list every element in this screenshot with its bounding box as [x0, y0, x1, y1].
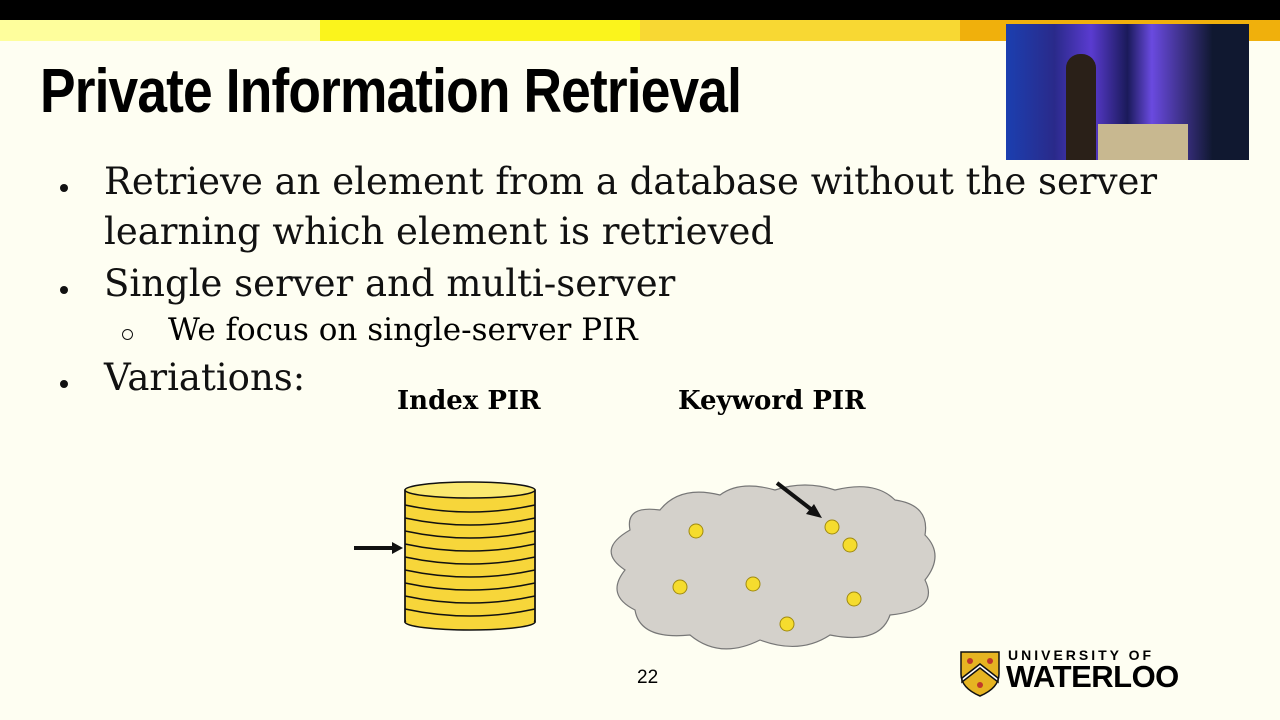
- index-pir-label: Index PIR: [397, 386, 541, 416]
- waterloo-crest-logo: [960, 651, 1000, 697]
- video-letterbox: [0, 0, 1280, 20]
- logo-line2: WATERLOO: [1006, 659, 1179, 694]
- database-icon: [404, 481, 536, 631]
- bullet-dot: [60, 380, 68, 388]
- speaker-video-inset: [1006, 24, 1249, 160]
- cloud-shape: [610, 484, 936, 650]
- arrow-icon: [354, 542, 403, 554]
- color-band-3: [640, 20, 960, 41]
- logo-line1: UNIVERSITY OF: [1008, 647, 1155, 663]
- bullet-text: learning which element is retrieved: [104, 210, 775, 253]
- bullet-text: Variations:: [104, 356, 306, 399]
- bullet-dot: [60, 286, 68, 294]
- sub-bullet-circle: [122, 329, 133, 340]
- bullet-dot: [60, 184, 68, 192]
- sub-bullet-text: We focus on single-server PIR: [168, 312, 638, 348]
- page-number: 22: [637, 667, 659, 688]
- slide-title: Private Information Retrieval: [40, 57, 742, 126]
- color-band-1: [0, 20, 320, 41]
- keyword-dots: [672, 519, 862, 632]
- bullet-text: Single server and multi-server: [104, 262, 676, 305]
- color-band-2: [320, 20, 640, 41]
- keyword-pir-label: Keyword PIR: [678, 386, 866, 416]
- bullet-text: Retrieve an element from a database with…: [104, 160, 1158, 203]
- arrow-icon: [775, 481, 822, 518]
